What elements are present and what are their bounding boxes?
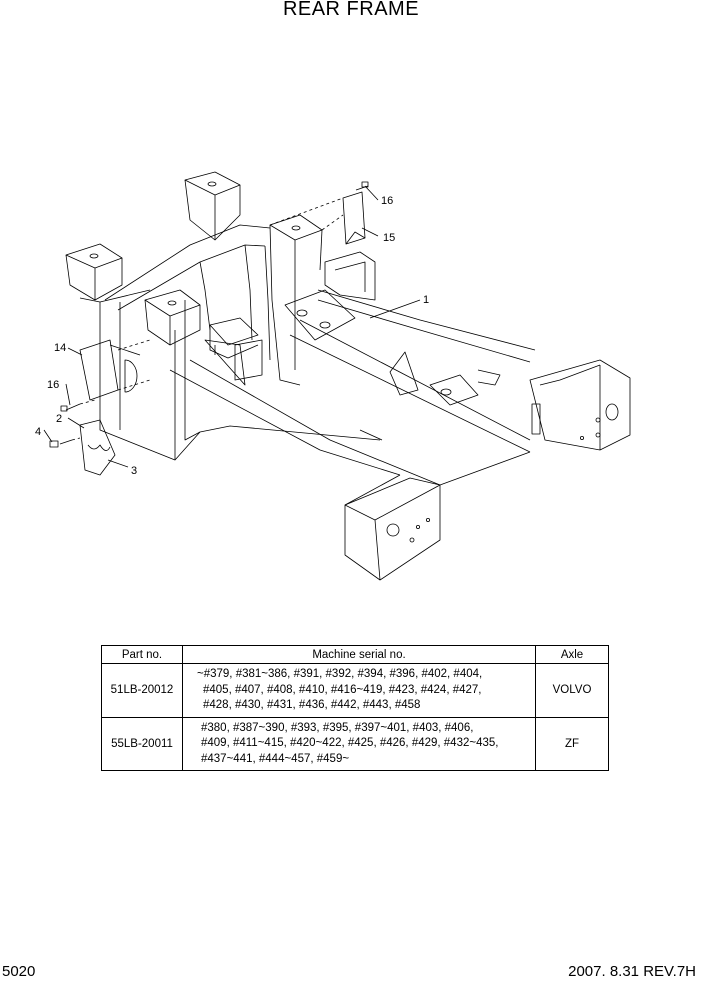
serial-line: #409, #411~415, #420~422, #425, #426, #4… — [201, 737, 499, 749]
left-side-wall — [99, 289, 381, 461]
table-row: 55LB-20011 #380, #387~390, #393, #395, #… — [101, 716, 609, 771]
table-header-row: Part no. Machine serial no. Axle — [101, 645, 609, 664]
table-row: 51LB-20012 ~#379, #381~386, #391, #392, … — [101, 663, 609, 718]
page-title: REAR FRAME — [282, 0, 420, 20]
revision-date: 2007. 8.31 REV.7H — [568, 963, 696, 980]
part-number-cell: 55LB-20011 — [101, 716, 183, 771]
callout-2: 2 — [56, 413, 62, 425]
callout-16-left: 16 — [47, 379, 59, 391]
serial-line: #405, #407, #408, #410, #416~419, #423, … — [203, 683, 482, 696]
leader-lines — [43, 185, 421, 468]
serial-line: #428, #430, #431, #436, #442, #443, #458 — [203, 699, 421, 711]
serial-cell: #380, #387~390, #393, #395, #397~401, #4… — [182, 716, 536, 771]
serial-number-table: Part no. Machine serial no. Axle 51LB-20… — [101, 645, 609, 771]
callout-16-top: 16 — [381, 195, 393, 207]
callout-15: 15 — [383, 232, 395, 244]
header-part-no: Part no. — [101, 645, 183, 664]
page-number: 5020 — [2, 963, 36, 980]
serial-cell: ~#379, #381~386, #391, #392, #394, #396,… — [182, 663, 536, 718]
brackets — [204, 251, 501, 441]
callout-4: 4 — [35, 426, 41, 438]
axle-cell: ZF — [535, 716, 609, 771]
axle-cell: VOLVO — [535, 663, 609, 718]
callout-3: 3 — [131, 465, 137, 477]
callout-1: 1 — [423, 294, 429, 306]
callout-14: 14 — [54, 342, 66, 354]
header-machine-serial: Machine serial no. — [182, 645, 536, 664]
rear-crossmember — [529, 359, 631, 451]
cover-plates — [49, 181, 369, 476]
header-axle: Axle — [535, 645, 609, 664]
rear-frame-drawing: 1 2 3 4 14 15 16 16 — [35, 171, 631, 581]
part-number-cell: 51LB-20012 — [101, 663, 183, 718]
serial-line: #380, #387~390, #393, #395, #397~401, #4… — [201, 721, 474, 734]
serial-line: #437~441, #444~457, #459~ — [201, 752, 350, 765]
callout-labels: 1 2 3 4 14 15 16 16 — [35, 195, 429, 477]
hidden-lines — [71, 197, 344, 441]
front-crossmember — [344, 451, 531, 581]
mounting-pads — [65, 171, 323, 386]
serial-line: ~#379, #381~386, #391, #392, #394, #396,… — [197, 668, 483, 680]
